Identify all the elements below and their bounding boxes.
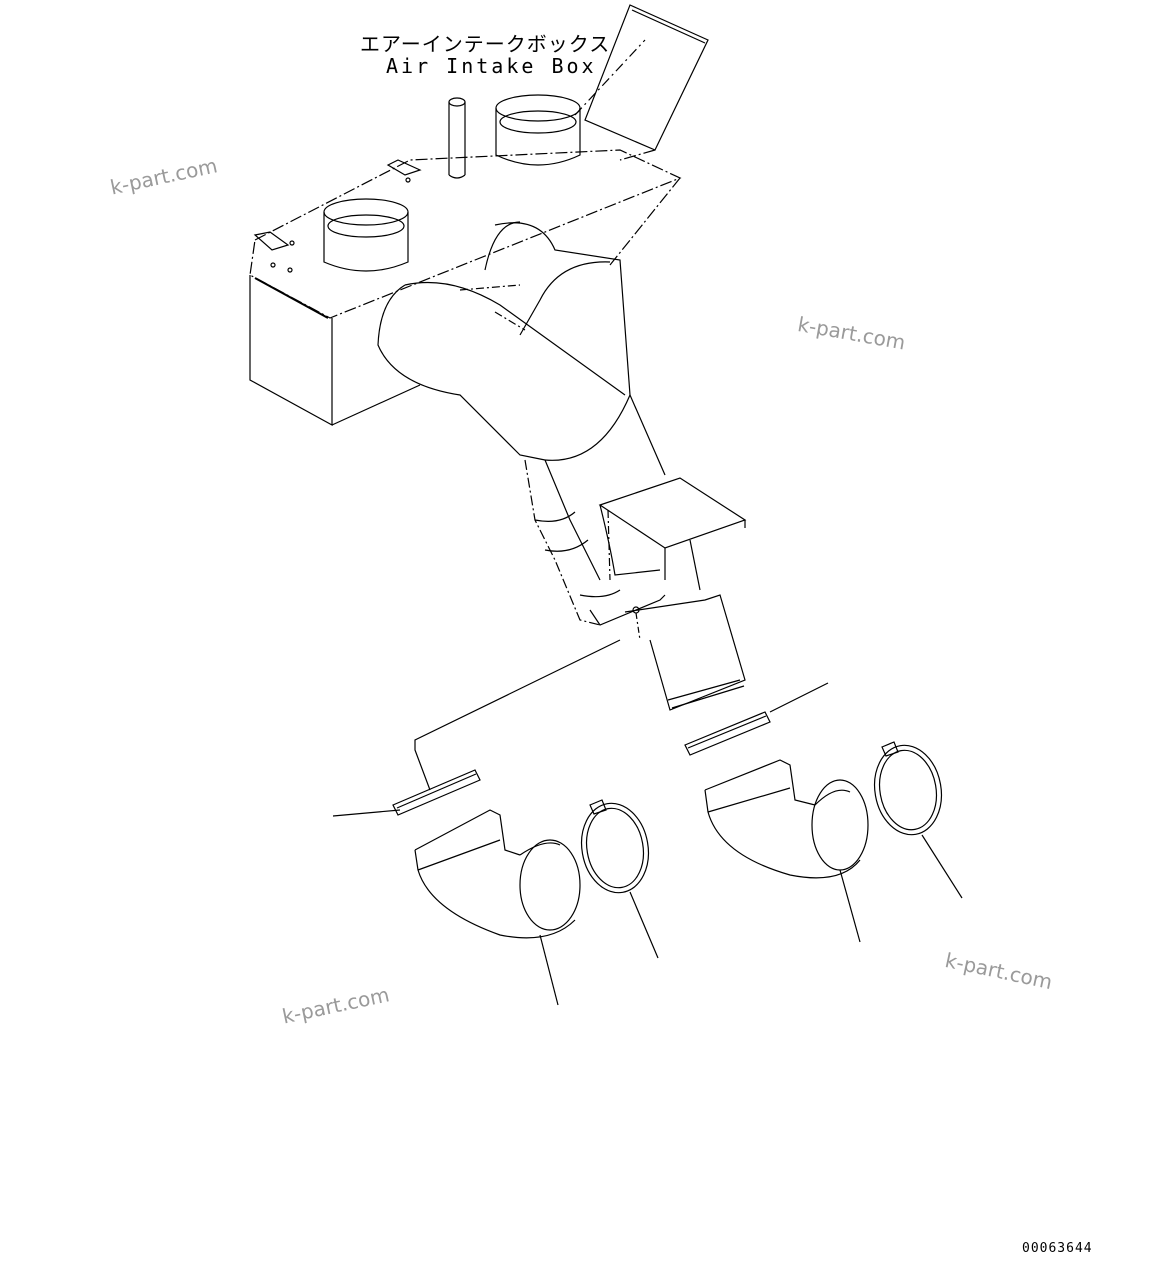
- gasket-strip-left: [393, 770, 480, 815]
- reference-leaders: [333, 640, 828, 816]
- side-flange: [600, 478, 745, 590]
- document-number: 00063644: [1022, 1241, 1093, 1256]
- inlet-dashed-duct: [610, 150, 680, 265]
- box-collar-left: [324, 199, 408, 271]
- top-inlet-duct: [585, 5, 708, 150]
- drain-pipe: [449, 98, 465, 178]
- elbow-left: [415, 810, 580, 1005]
- box-collar-right: [496, 95, 580, 165]
- hose-clamp-left: [575, 798, 658, 958]
- outlet-funnel: [625, 595, 745, 710]
- y-junction: [378, 222, 665, 475]
- elbow-right: [705, 760, 868, 942]
- part-label-japanese: エアーインテークボックス: [360, 32, 611, 56]
- intake-box: [250, 150, 680, 425]
- gasket-strip-right: [685, 712, 770, 755]
- center-duct: [525, 460, 665, 625]
- part-label-english: Air Intake Box: [386, 54, 597, 78]
- label-leader: [575, 40, 645, 115]
- hose-clamp-right: [868, 740, 962, 898]
